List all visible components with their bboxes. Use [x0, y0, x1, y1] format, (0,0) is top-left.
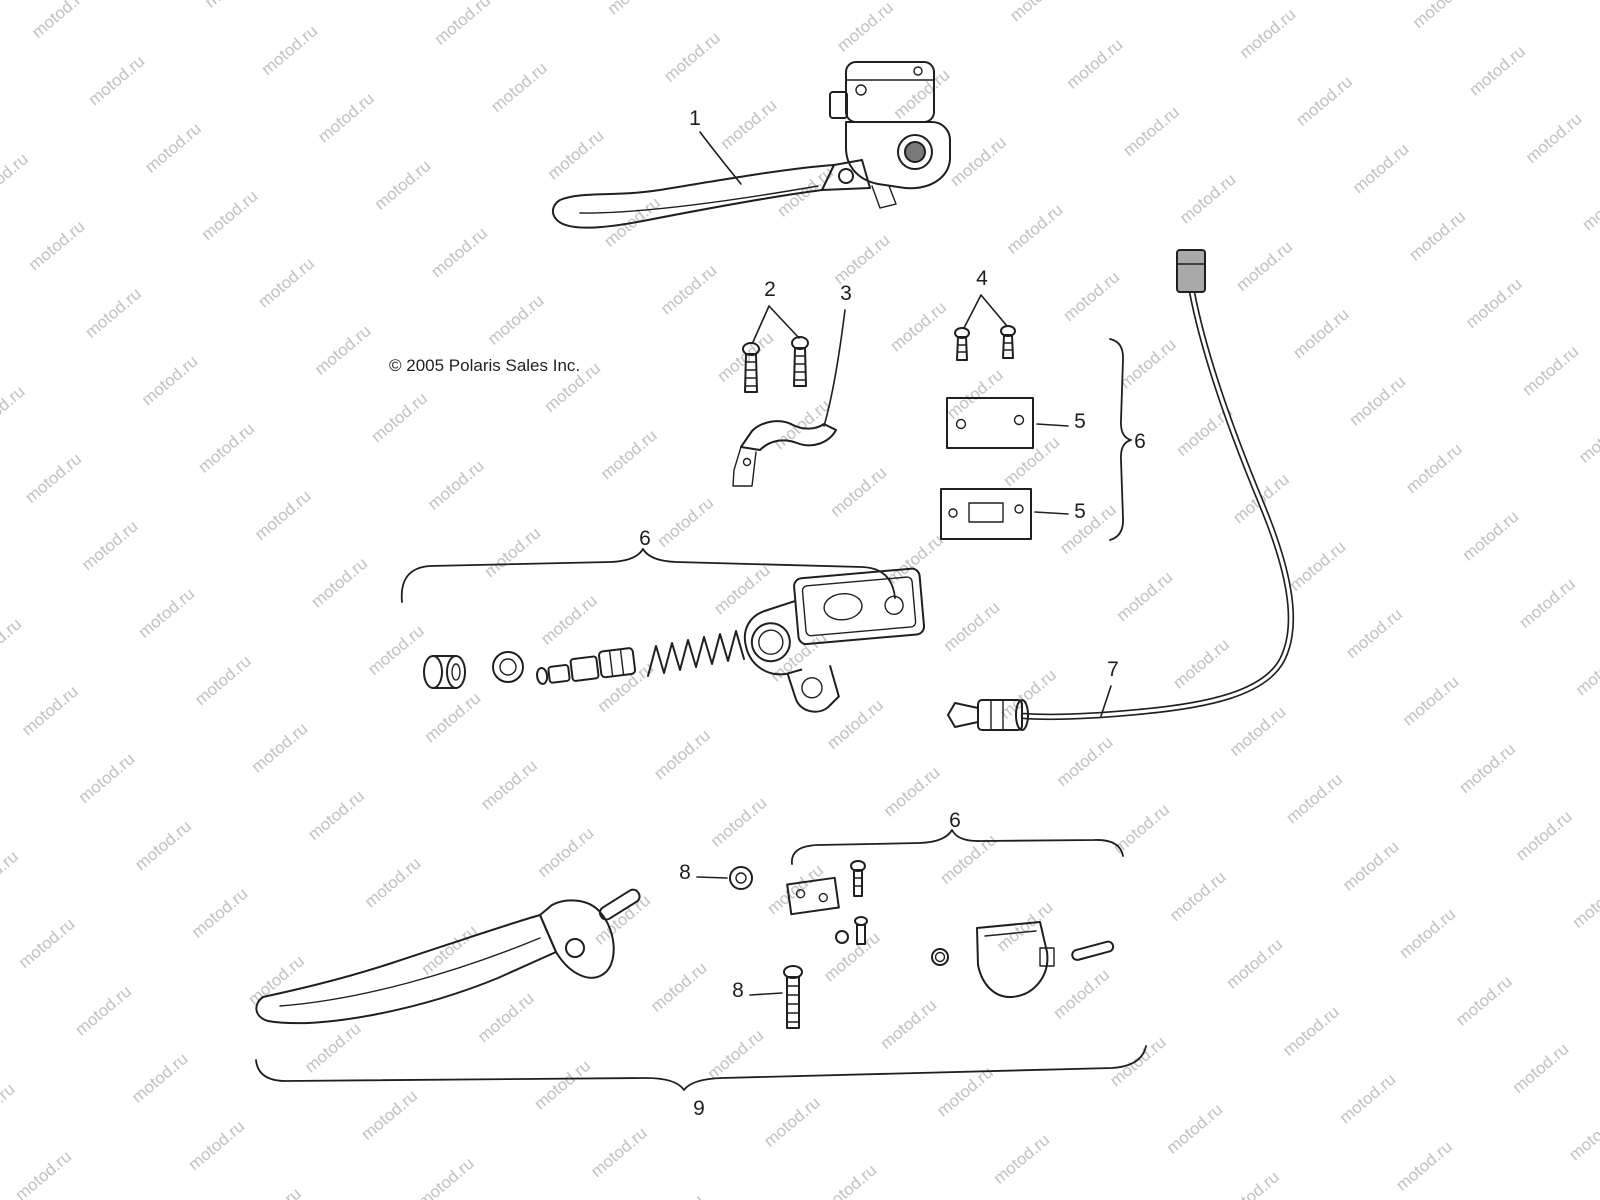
clevis-pin	[1071, 940, 1115, 961]
pivot-screw	[783, 965, 803, 1029]
callout-5-bottom-leader	[1034, 511, 1069, 515]
piston-boot	[423, 655, 466, 689]
bore-boss	[897, 134, 933, 170]
callout-3-label: 3	[840, 282, 852, 305]
switch-terminal	[947, 702, 979, 728]
small-screw-b	[854, 916, 868, 945]
part-7-brake-switch-cable	[947, 249, 1295, 731]
banjo-stub	[871, 185, 897, 209]
callout-5-top-leader	[1036, 423, 1069, 427]
clamp-hole	[742, 457, 752, 467]
lever-blade	[552, 164, 835, 229]
part-1-brake-lever-master-cylinder	[552, 61, 951, 229]
callout-8-top-label: 8	[679, 861, 691, 884]
small-washer	[835, 930, 849, 944]
callout-5-bottom-label: 5	[1074, 500, 1086, 523]
screw-2a	[742, 342, 760, 393]
cylinder-body	[845, 121, 951, 190]
switch-plate	[786, 876, 840, 916]
cylinder-housing	[743, 567, 926, 713]
clamp-tab	[732, 446, 757, 487]
part-3-handlebar-clamp	[732, 420, 837, 487]
copyright-text: © 2005 Polaris Sales Inc.	[389, 356, 580, 375]
callout-8-bottom-leader	[749, 992, 783, 996]
cable-connector	[1176, 249, 1206, 293]
brace-6-bottom	[791, 829, 1124, 865]
lower-lever-ridge	[279, 937, 541, 1007]
callout-6-right-label: 6	[1134, 430, 1146, 453]
piston	[536, 647, 637, 685]
callout-6-middle-label: 6	[639, 527, 651, 550]
callout-8-top-leader	[696, 876, 728, 879]
lever-blade-ridge	[579, 185, 819, 214]
callout-6-bottom-label: 6	[949, 809, 961, 832]
callout-2-leader	[752, 305, 800, 343]
callout-1-leader	[699, 131, 742, 185]
part-4-cover-screws	[954, 325, 1016, 361]
lever-pivot-bracket	[821, 159, 871, 191]
clamp-body	[740, 420, 837, 451]
screw-4a	[954, 327, 970, 361]
cable-inner	[1022, 290, 1293, 719]
callout-7-label: 7	[1107, 658, 1119, 681]
callout-2-label: 2	[764, 278, 776, 301]
part-2-clamp-screws	[742, 336, 809, 393]
callout-1-label: 1	[689, 107, 701, 130]
lever-perch	[976, 921, 1055, 999]
callout-4-label: 4	[976, 267, 988, 290]
callout-4-leader	[963, 294, 1008, 329]
lower-pivot-hole	[565, 938, 585, 958]
screw-2b	[791, 336, 809, 387]
pivot-pin	[598, 888, 641, 921]
brace-6-middle	[400, 548, 896, 603]
brake-light-switch	[947, 699, 1029, 731]
callout-9-label: 9	[693, 1097, 705, 1120]
circlip	[492, 651, 524, 683]
bore-center	[904, 141, 926, 163]
part-5-reservoir-cover	[946, 397, 1034, 449]
o-ring	[931, 948, 949, 966]
callout-5-top-label: 5	[1074, 410, 1086, 433]
callout-3-leader	[823, 309, 846, 427]
part-6-internals	[423, 567, 926, 713]
part-5-diaphragm-plate	[940, 488, 1032, 540]
callout-8-bottom-label: 8	[732, 979, 744, 1002]
bottom-lever-assembly	[255, 860, 1115, 1029]
screw-4b	[1000, 325, 1016, 359]
callout-7-leader	[1100, 685, 1112, 717]
pivot-bolt	[838, 168, 854, 184]
cap-screw-right	[913, 66, 923, 76]
small-screw-a	[850, 860, 866, 897]
brace-9	[255, 1045, 1147, 1091]
hose-fitting	[829, 91, 848, 119]
lower-lever-pivot	[539, 899, 615, 979]
locknut	[729, 866, 753, 890]
brace-6-right	[1109, 338, 1132, 541]
cap-screw-left	[855, 84, 867, 96]
return-spring	[647, 630, 745, 677]
